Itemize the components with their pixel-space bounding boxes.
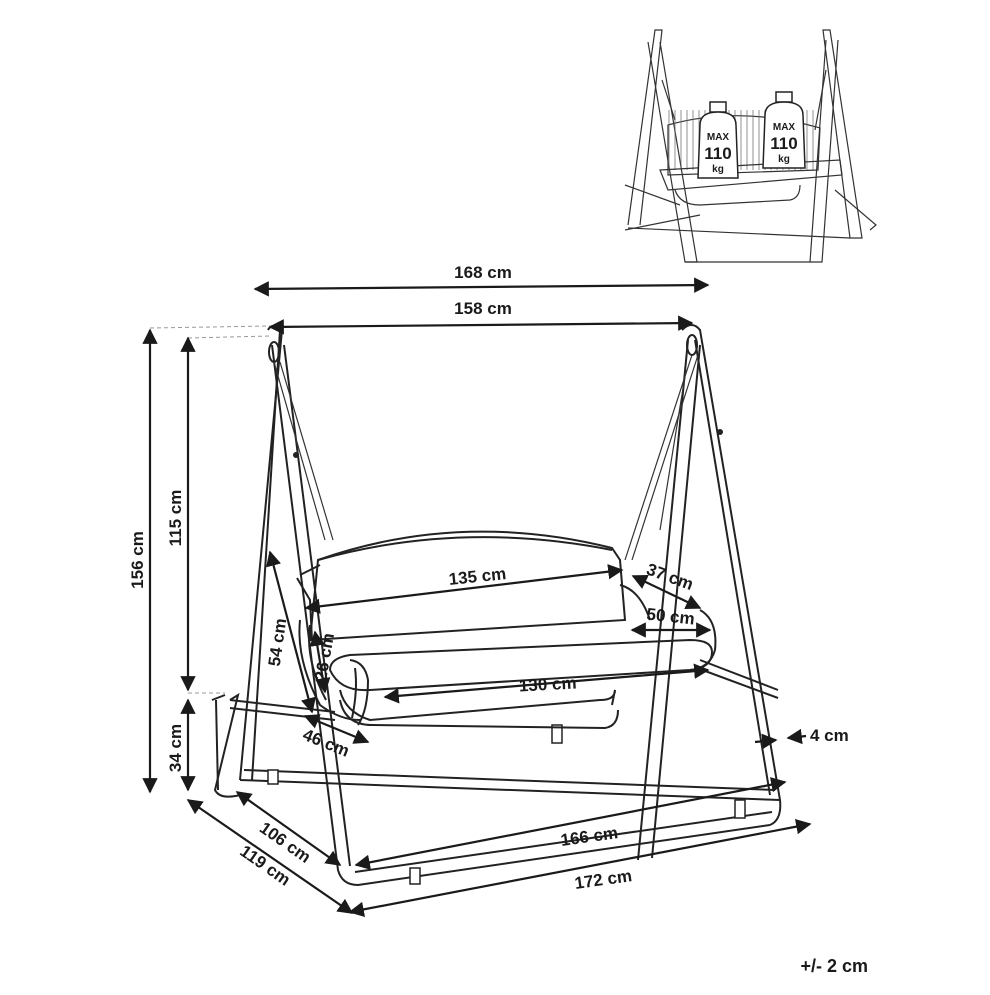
dim-armrest-depth: 37 cm: [644, 560, 696, 594]
tolerance-note: +/- 2 cm: [800, 956, 868, 976]
dim-width-overall: 168 cm: [454, 263, 512, 282]
dim-seat-width: 130 cm: [518, 674, 577, 696]
dim-height-chain: 115 cm: [166, 490, 185, 547]
dim-width-top-bar: 158 cm: [454, 299, 512, 318]
weight-1-label-unit: kg: [712, 164, 724, 175]
dim-seat-depth: 50 cm: [646, 605, 696, 629]
weight-2-label-max: MAX: [773, 122, 796, 133]
weight-2-label-unit: kg: [778, 154, 790, 165]
inset-weight-illustration: MAX 110 kg MAX 110 kg: [624, 29, 877, 263]
dim-base-width-inner: 166 cm: [559, 823, 619, 850]
weight-icon-1: MAX 110 kg: [697, 101, 739, 179]
dim-height-total: 156 cm: [128, 531, 147, 589]
weight-1-label-max: MAX: [707, 132, 730, 143]
dim-base-width-outer: 172 cm: [573, 866, 633, 893]
dim-seat-back-height: 54 cm: [265, 617, 291, 667]
weight-1-label-value: 110: [704, 144, 731, 163]
dim-seat-depth-inner: 46 cm: [300, 725, 352, 761]
dim-tube-diameter: 4 cm: [810, 726, 849, 745]
dim-height-seat-floor: 34 cm: [166, 724, 185, 772]
weight-icon-2: MAX 110 kg: [762, 91, 806, 169]
weight-2-label-value: 110: [770, 134, 797, 153]
